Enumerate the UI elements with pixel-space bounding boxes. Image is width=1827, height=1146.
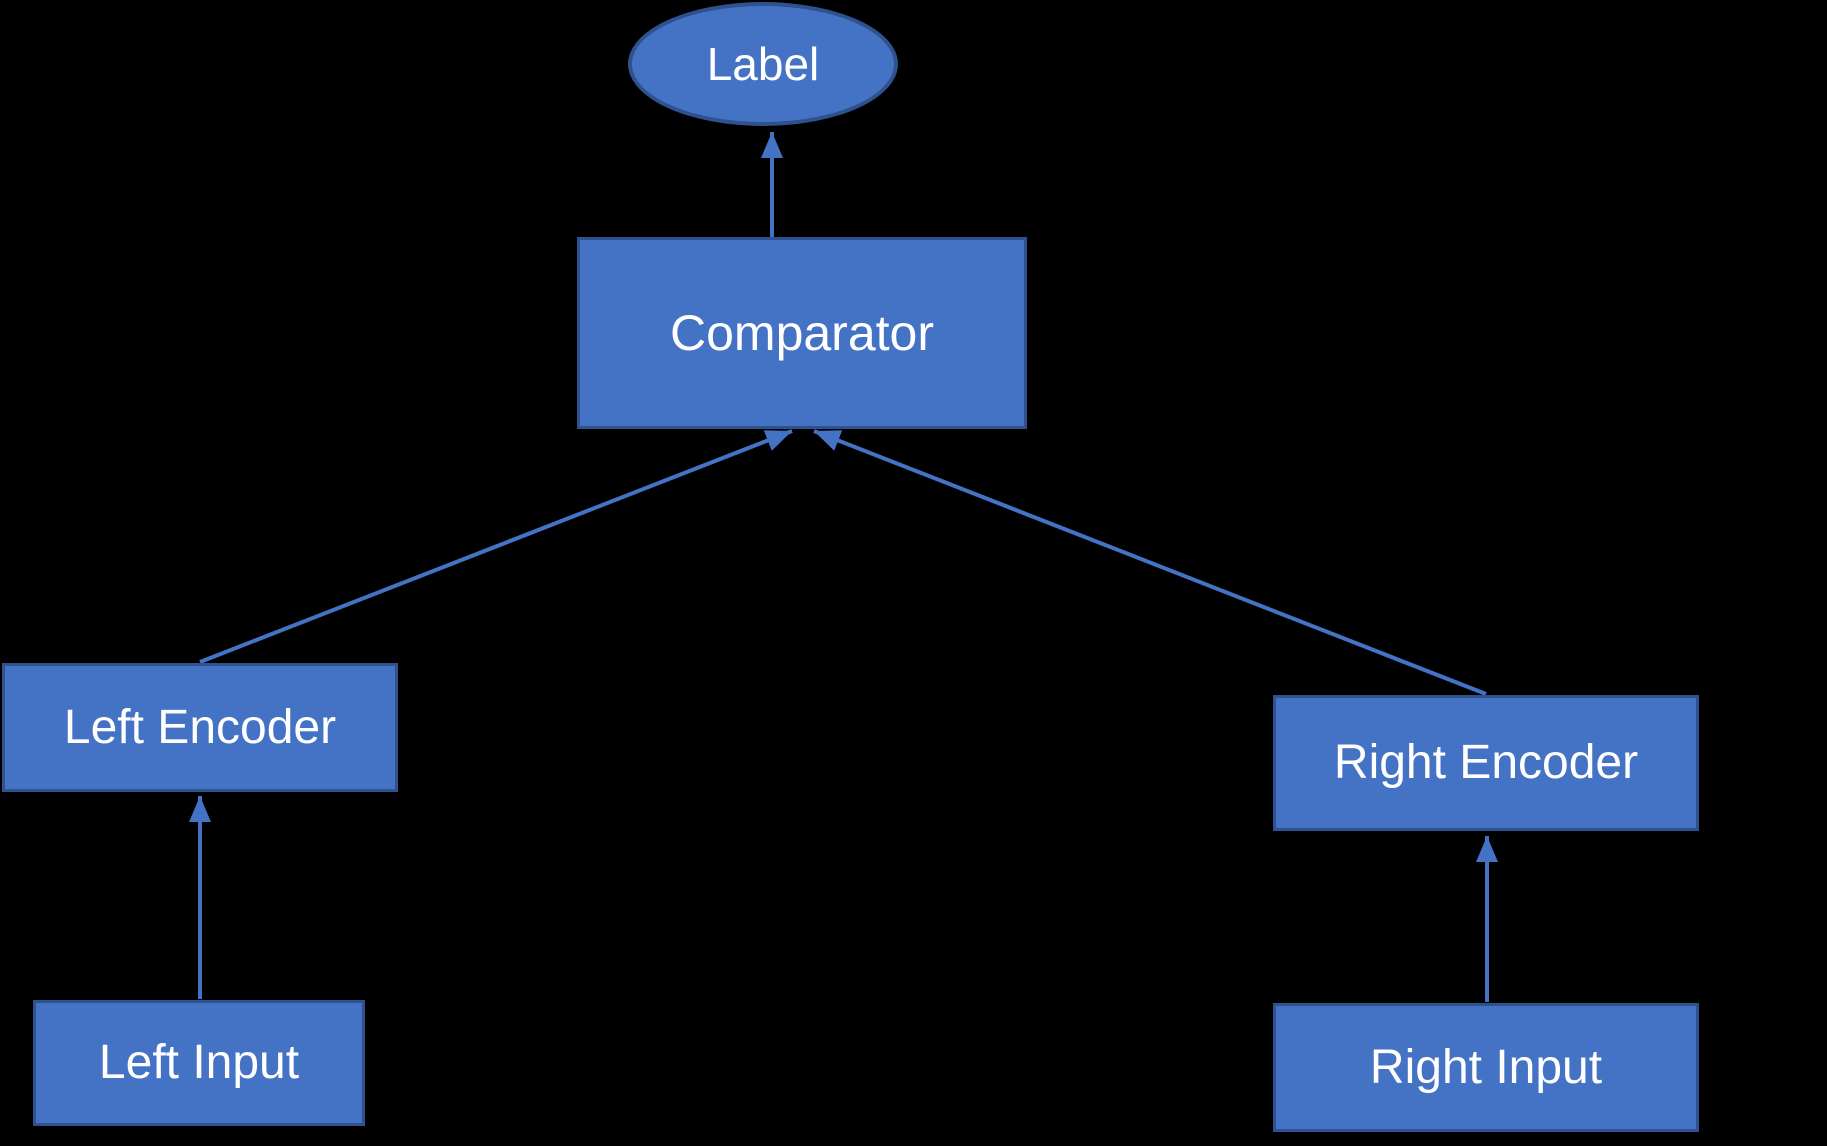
node-label: Label [628, 2, 898, 126]
node-left-encoder: Left Encoder [2, 663, 398, 792]
node-left-input: Left Input [33, 1000, 365, 1126]
node-label-text: Label [706, 38, 820, 90]
edge-right-encoder-to-comparator [813, 429, 1487, 696]
node-right-encoder-text: Right Encoder [1333, 736, 1639, 789]
node-right-input-text: Right Input [1369, 1040, 1603, 1094]
node-right-encoder: Right Encoder [1273, 695, 1699, 831]
node-left-input-text: Left Input [98, 1036, 300, 1089]
node-right-input: Right Input [1273, 1003, 1699, 1132]
node-comparator: Comparator [577, 237, 1027, 429]
edge-left-encoder-to-comparator [199, 429, 793, 664]
node-comparator-text: Comparator [670, 305, 934, 361]
node-left-encoder-text: Left Encoder [63, 700, 337, 754]
